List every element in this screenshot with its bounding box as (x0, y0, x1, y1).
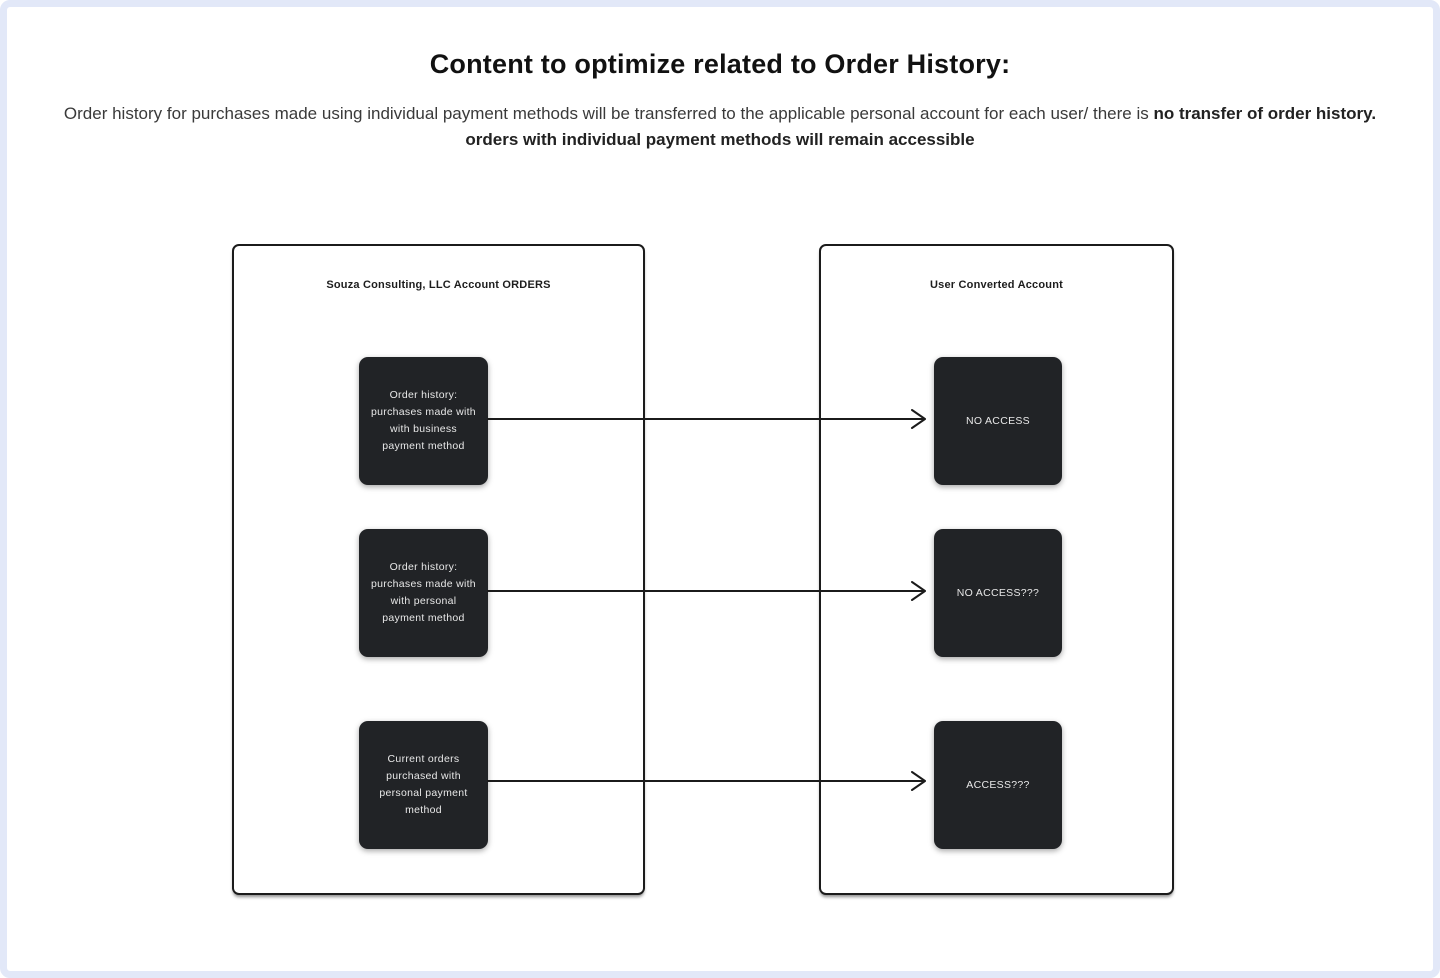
panel-converted-account-title: User Converted Account (930, 279, 1063, 291)
panel-business-account-title: Souza Consulting, LLC Account ORDERS (326, 279, 551, 291)
node-order-history-business: Order history: purchases made with with … (359, 357, 488, 485)
node-label: Order history: purchases made with with … (371, 389, 476, 452)
node-order-history-personal: Order history: purchases made with with … (359, 529, 488, 657)
node-label: Order history: purchases made with with … (371, 561, 476, 624)
node-label: ACCESS??? (966, 778, 1030, 791)
subtitle-bold-text: no transfer of order history. orders wit… (465, 104, 1377, 149)
subtitle-normal-text: Order history for purchases made using i… (63, 104, 1154, 123)
node-label: NO ACCESS (966, 414, 1030, 427)
panel-converted-account: User Converted Account NO ACCESS NO ACCE… (819, 244, 1174, 895)
node-no-access: NO ACCESS (934, 357, 1062, 485)
node-current-orders-personal: Current orders purchased with personal p… (359, 721, 488, 849)
node-label: NO ACCESS??? (956, 586, 1040, 599)
node-access-question: ACCESS??? (934, 721, 1062, 849)
page-subtitle: Order history for purchases made using i… (55, 101, 1385, 153)
panel-business-account: Souza Consulting, LLC Account ORDERS Ord… (232, 244, 645, 895)
node-label: Current orders purchased with personal p… (379, 753, 468, 816)
node-no-access-question: NO ACCESS??? (934, 529, 1062, 657)
page-title: Content to optimize related to Order His… (429, 49, 1011, 79)
